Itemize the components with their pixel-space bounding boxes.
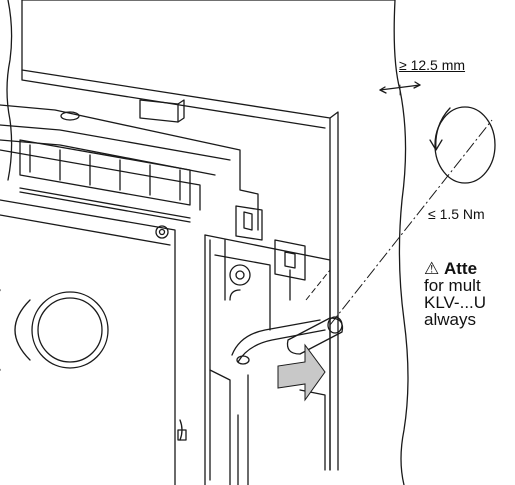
- terminal-block: [204, 234, 331, 471]
- insertion-arrow: [277, 343, 326, 402]
- enclosure-left-edge: [6, 0, 13, 181]
- enclosure-wall: [21, 0, 409, 485]
- torque-label: ≤ 1.5 Nm: [428, 206, 485, 222]
- round-opening-2: [14, 299, 31, 361]
- small-screw: [155, 225, 169, 239]
- round-opening-1: [31, 291, 109, 369]
- oval-hole: [60, 111, 80, 121]
- axis-centerline: [329, 119, 493, 326]
- knob: [229, 264, 251, 286]
- top-slot: [139, 99, 179, 123]
- warning-line-3: always: [424, 310, 476, 329]
- clearance-label: ≥ 12.5 mm: [399, 57, 466, 73]
- warning-heading: ⚠ Atte: [424, 260, 486, 277]
- chassis-top-plate: [21, 0, 331, 471]
- warning-triangle-icon: ⚠: [424, 259, 440, 278]
- cable: [231, 319, 321, 356]
- rotation-arrow: [435, 107, 451, 151]
- warning-title: Atte: [443, 259, 478, 278]
- shield-cylinder: [286, 317, 344, 355]
- warning-note: ⚠ Atte for mult KLV-...U always: [424, 260, 486, 328]
- warning-line-2: KLV-...U: [424, 293, 487, 312]
- clamp: [274, 239, 306, 281]
- warning-line-1: for mult: [424, 276, 481, 295]
- module-frame: [0, 104, 259, 231]
- terminal-strip: [19, 139, 191, 206]
- screw-housing: [235, 205, 263, 241]
- torque-circle: [434, 106, 496, 184]
- front-panel: [0, 199, 176, 485]
- chassis-right-side: [329, 111, 339, 471]
